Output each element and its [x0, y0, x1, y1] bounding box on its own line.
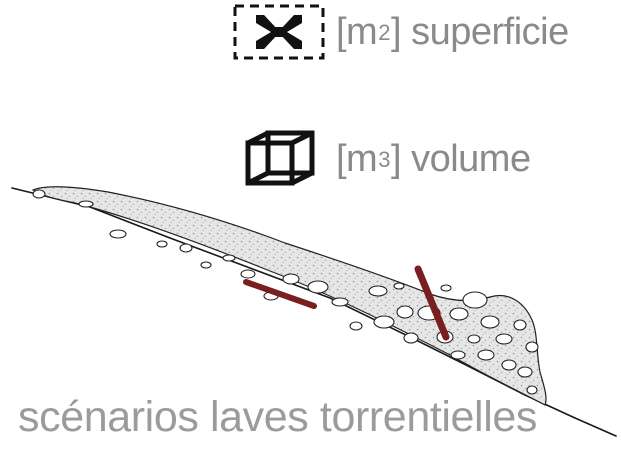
caption-text: scénarios laves torrentielles [18, 396, 537, 439]
volume-cube-icon [240, 127, 326, 191]
area-expand-icon [232, 3, 326, 61]
